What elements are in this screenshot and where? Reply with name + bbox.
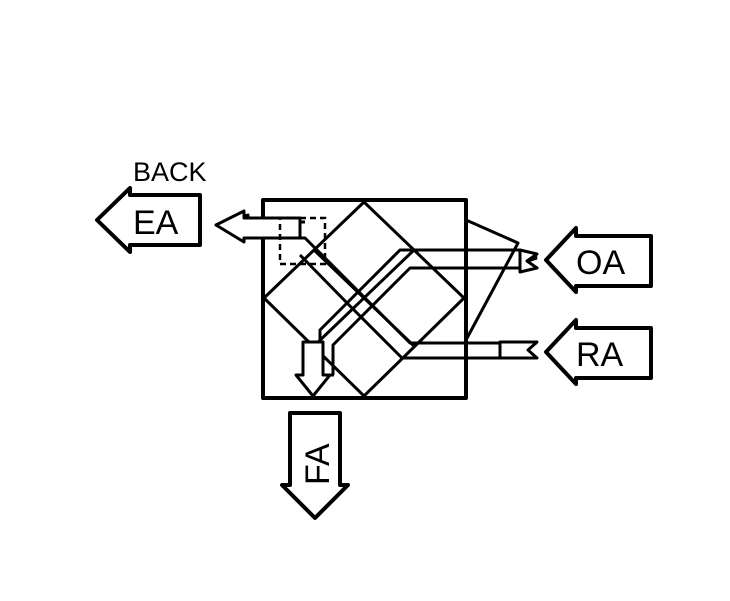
ra-label: RA — [576, 336, 624, 374]
fa-arrow-shape — [280, 411, 350, 520]
ea-arrow: EA — [95, 186, 202, 254]
ra-inlet-nozzle — [498, 340, 539, 360]
fan-inlet — [464, 218, 520, 342]
exchanger-core — [262, 200, 466, 398]
ra-arrow: RA — [544, 318, 653, 386]
exhaust-internal-arrow — [214, 209, 302, 244]
ea-arrow-shape — [95, 186, 202, 254]
supply-internal-arrow — [294, 340, 332, 398]
fa-label: FA — [299, 443, 337, 485]
ra-arrow-shape — [544, 318, 653, 386]
oa-label: OA — [576, 244, 625, 282]
oa-inlet-nozzle — [518, 248, 539, 274]
ra-airflow-band — [298, 253, 537, 360]
oa-arrow-shape — [544, 226, 653, 294]
ea-label: EA — [133, 204, 179, 242]
bypass-damper — [278, 216, 327, 266]
fa-arrow: FA — [280, 411, 350, 520]
back-label: BACK — [133, 157, 207, 187]
oa-arrow: OA — [544, 226, 653, 294]
